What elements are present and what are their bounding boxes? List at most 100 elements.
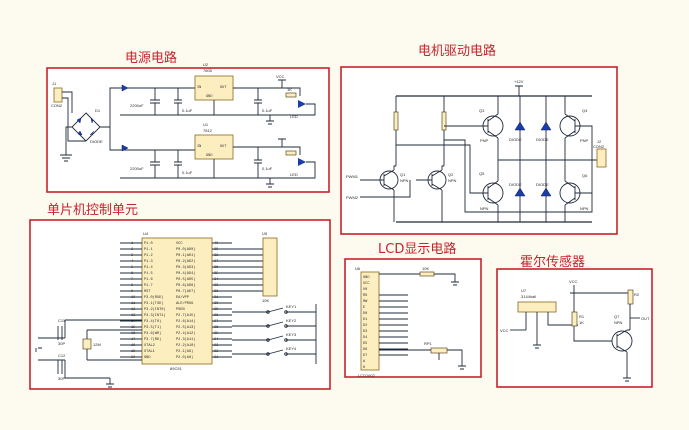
lcd-pin: VCC [363,282,369,286]
mcu-pin-num-right: 29 [214,308,218,312]
mcu-pin-num-left: 16 [131,332,135,336]
svg-text:CON2: CON2 [51,103,63,108]
mcu-pin-num-left: 10 [131,296,135,300]
svg-text:U2: U2 [203,62,209,67]
mcu-pin-right: PSEN [176,308,185,312]
svg-text:0.1uF: 0.1uF [262,166,273,171]
mcu-pin-num-left: 6 [131,272,133,276]
svg-text:C12: C12 [58,353,66,358]
svg-text:GND: GND [206,95,212,99]
lcd-pin: V0 [363,288,367,292]
svg-text:NPN: NPN [614,320,623,325]
mcu-pin-num-right: 31 [214,296,218,300]
lcd-potentiometer [430,347,448,354]
svg-text:GND: GND [206,154,212,158]
mcu-pin-num-left: 2 [131,248,133,252]
svg-text:0.1uF: 0.1uF [182,170,193,175]
mcu-pin-num-right: 26 [214,326,218,330]
mcu-pin-right: P0.3(AD3) [176,265,195,270]
svg-text:RP1: RP1 [424,341,433,346]
svg-text:1K: 1K [287,87,292,92]
power-supply-block: 电源电路 J1 CON2 D1 DIODE 2200uF 2200uF 0.1u… [46,50,330,193]
mcu-pin-right: P0.5(AD5) [176,277,195,282]
key-button-label: KEY4 [286,346,297,351]
svg-text:89C51: 89C51 [170,366,183,371]
lcd-pin: D6 [363,348,367,352]
svg-text:Q3: Q3 [479,108,485,113]
svg-text:U7: U7 [521,288,527,293]
mcu-pin-right: P0.4(AD4) [176,271,195,276]
lcd-block: LCD显示电路 U6 LCD1602 GNDVCCV0RSRWED0D1D2D3… [344,241,482,378]
power-block-title: 电源电路 [125,50,177,66]
svg-text:Q4: Q4 [582,108,588,113]
mcu-pin-left: P1.0 [144,242,153,246]
mcu-pin-num-right: 22 [214,350,218,354]
mcu-pin-num-left: 15 [131,326,135,330]
svg-text:DIODE: DIODE [90,139,103,144]
mcu-pin-right: P2.3(A11) [176,337,195,342]
mcu-pin-num-left: 20 [131,356,135,360]
mcu-pin-right: VCC [176,242,182,246]
lcd-pin: GND [363,276,369,280]
mcu-pin-left: P1.4 [144,266,153,270]
svg-text:7812: 7812 [203,128,213,133]
mcu-pin-num-left: 9 [131,290,133,294]
svg-text:LED: LED [290,172,298,177]
mcu-pin-left: P3.5(T1) [144,325,161,330]
svg-text:OUT: OUT [220,86,227,90]
mcu-pin-left: P1.6 [144,278,153,282]
lcd-resistor [419,271,435,277]
mcu-pin-left: P3.6(WR) [144,331,161,336]
mcu-pin-num-right: 21 [214,356,218,360]
svg-text:R2: R2 [634,292,640,297]
mcu-pin-num-left: 19 [131,350,135,354]
lcd-pin: D2 [363,324,367,328]
svg-text:Q1: Q1 [400,172,406,177]
svg-text:IN: IN [197,86,201,90]
svg-text:Q2: Q2 [448,172,454,177]
transistor-q7 [611,330,633,352]
mcu-pin-num-right: 32 [214,290,218,294]
mcu-pin-num-left: 14 [131,320,135,324]
mcu-pin-num-left: 11 [131,302,135,306]
mcu-pin-left: P1.2 [144,254,153,258]
motor-block-title: 电机驱动电路 [418,43,496,59]
svg-text:OUT: OUT [641,316,650,321]
power-led-1 [298,100,306,108]
mcu-pin-num-right: 25 [214,332,218,336]
mcu-block-title: 单片机控制单元 [47,203,138,218]
svg-text:DIODE: DIODE [536,182,549,187]
svg-text:PNP: PNP [580,138,589,143]
svg-text:30P: 30P [58,376,65,381]
mcu-pin-right: P2.0(A8) [176,355,193,360]
mcu-pin-left: P3.3(INT1) [144,313,166,318]
mcu-pin-left: RST [144,290,151,294]
mcu-pin-num-right: 27 [214,320,218,324]
mcu-pin-num-left: 12 [131,308,135,312]
mcu-pin-num-left: 1 [131,242,133,246]
svg-text:LED: LED [290,114,298,119]
mcu-pin-num-right: 40 [214,242,218,246]
svg-text:0.1uF: 0.1uF [182,108,193,113]
mcu-pin-left: P1.3 [144,260,153,264]
mcu-pin-left: GND [144,356,150,360]
mcu-pin-num-right: 37 [214,260,218,264]
mcu-pin-num-left: 8 [131,284,133,288]
mcu-pin-num-right: 35 [214,272,218,276]
lcd-pin: RS [363,294,367,298]
pwm1-label: PWM1 [346,174,359,179]
lcd-pin: D5 [363,342,367,346]
svg-text:VCC: VCC [500,328,509,333]
mcu-pin-right: P2.2(A10) [176,343,195,348]
svg-text:DIODE: DIODE [536,137,549,142]
mcu-pin-left: XTAL1 [144,350,155,354]
mcu-pin-num-right: 34 [214,278,218,282]
mcu-pin-left: P1.1 [144,248,153,252]
lcd-connector [360,271,380,371]
hall-block-title: 霍尔传感器 [520,254,585,270]
svg-text:NPN: NPN [400,178,409,183]
svg-text:12M: 12M [93,342,101,347]
svg-text:Q7: Q7 [614,314,620,319]
